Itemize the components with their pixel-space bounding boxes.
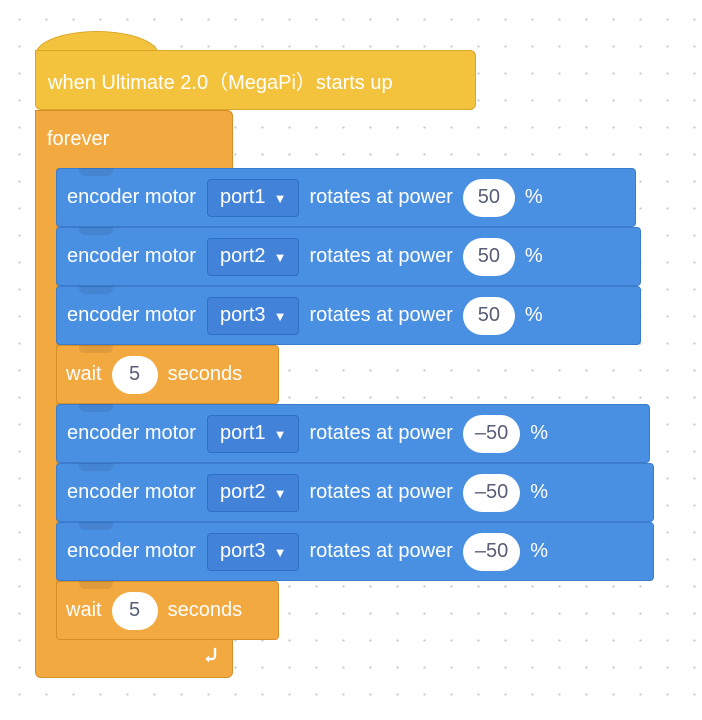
percent-label: % — [524, 245, 543, 267]
block-notch — [79, 345, 113, 353]
block-middle-label: rotates at power — [309, 186, 453, 208]
block-middle-label: rotates at power — [309, 422, 453, 444]
port-dropdown[interactable]: port2 ▼ — [206, 473, 300, 512]
block-notch — [79, 168, 113, 176]
dropdown-caret-icon: ▼ — [273, 486, 287, 501]
percent-label: % — [530, 422, 549, 444]
percent-label: % — [524, 186, 543, 208]
block-notch — [79, 286, 113, 294]
encoder-motor-block[interactable]: encoder motor port1 ▼ rotates at power 5… — [56, 168, 636, 227]
port-dropdown[interactable]: port3 ▼ — [206, 532, 300, 571]
block-notch — [79, 522, 113, 530]
wait-label: wait — [66, 599, 102, 621]
port-dropdown[interactable]: port1 ▼ — [206, 178, 300, 217]
wait-block[interactable]: wait 5 seconds — [56, 345, 279, 404]
encoder-motor-block[interactable]: encoder motor port1 ▼ rotates at power –… — [56, 404, 650, 463]
block-prefix-label: encoder motor — [67, 186, 196, 208]
block-middle-label: rotates at power — [309, 540, 453, 562]
block-notch — [79, 404, 113, 412]
dropdown-caret-icon: ▼ — [273, 250, 287, 265]
block-notch — [79, 581, 113, 589]
power-input[interactable]: –50 — [462, 414, 521, 453]
port-dropdown-value: port2 — [219, 481, 266, 503]
block-prefix-label: encoder motor — [67, 481, 196, 503]
port-dropdown-value: port1 — [219, 422, 266, 444]
seconds-label: seconds — [167, 363, 243, 385]
port-dropdown-value: port2 — [219, 245, 266, 267]
port-dropdown-value: port1 — [219, 186, 266, 208]
percent-label: % — [530, 481, 549, 503]
port-dropdown-value: port3 — [219, 540, 266, 562]
block-middle-label: rotates at power — [309, 481, 453, 503]
dropdown-caret-icon: ▼ — [273, 309, 287, 324]
wait-block[interactable]: wait 5 seconds — [56, 581, 279, 640]
block-middle-label: rotates at power — [309, 304, 453, 326]
seconds-label: seconds — [167, 599, 243, 621]
loop-arrow-icon — [199, 645, 221, 667]
power-input[interactable]: 50 — [462, 237, 515, 276]
forever-block-label: forever — [47, 128, 110, 150]
wait-label: wait — [66, 363, 102, 385]
power-input[interactable]: –50 — [462, 473, 521, 512]
percent-label: % — [524, 304, 543, 326]
percent-label: % — [530, 540, 549, 562]
block-prefix-label: encoder motor — [67, 245, 196, 267]
wait-seconds-input[interactable]: 5 — [111, 591, 158, 630]
encoder-motor-block[interactable]: encoder motor port2 ▼ rotates at power –… — [56, 463, 654, 522]
forever-block-header[interactable]: forever — [35, 110, 233, 168]
encoder-motor-block[interactable]: encoder motor port3 ▼ rotates at power –… — [56, 522, 654, 581]
port-dropdown[interactable]: port2 ▼ — [206, 237, 300, 276]
dropdown-caret-icon: ▼ — [273, 191, 287, 206]
block-middle-label: rotates at power — [309, 245, 453, 267]
block-prefix-label: encoder motor — [67, 304, 196, 326]
port-dropdown[interactable]: port1 ▼ — [206, 414, 300, 453]
power-input[interactable]: 50 — [462, 178, 515, 217]
block-notch — [79, 463, 113, 471]
block-notch — [79, 227, 113, 235]
event-block-label: when Ultimate 2.0（MegaPi）starts up — [48, 71, 393, 94]
when-starts-up-block[interactable]: when Ultimate 2.0（MegaPi）starts up — [35, 50, 476, 110]
encoder-motor-block[interactable]: encoder motor port2 ▼ rotates at power 5… — [56, 227, 641, 286]
wait-seconds-input[interactable]: 5 — [111, 355, 158, 394]
power-input[interactable]: 50 — [462, 296, 515, 335]
block-prefix-label: encoder motor — [67, 422, 196, 444]
port-dropdown-value: port3 — [219, 304, 266, 326]
dropdown-caret-icon: ▼ — [273, 545, 287, 560]
power-input[interactable]: –50 — [462, 532, 521, 571]
dropdown-caret-icon: ▼ — [273, 427, 287, 442]
encoder-motor-block[interactable]: encoder motor port3 ▼ rotates at power 5… — [56, 286, 641, 345]
block-prefix-label: encoder motor — [67, 540, 196, 562]
port-dropdown[interactable]: port3 ▼ — [206, 296, 300, 335]
